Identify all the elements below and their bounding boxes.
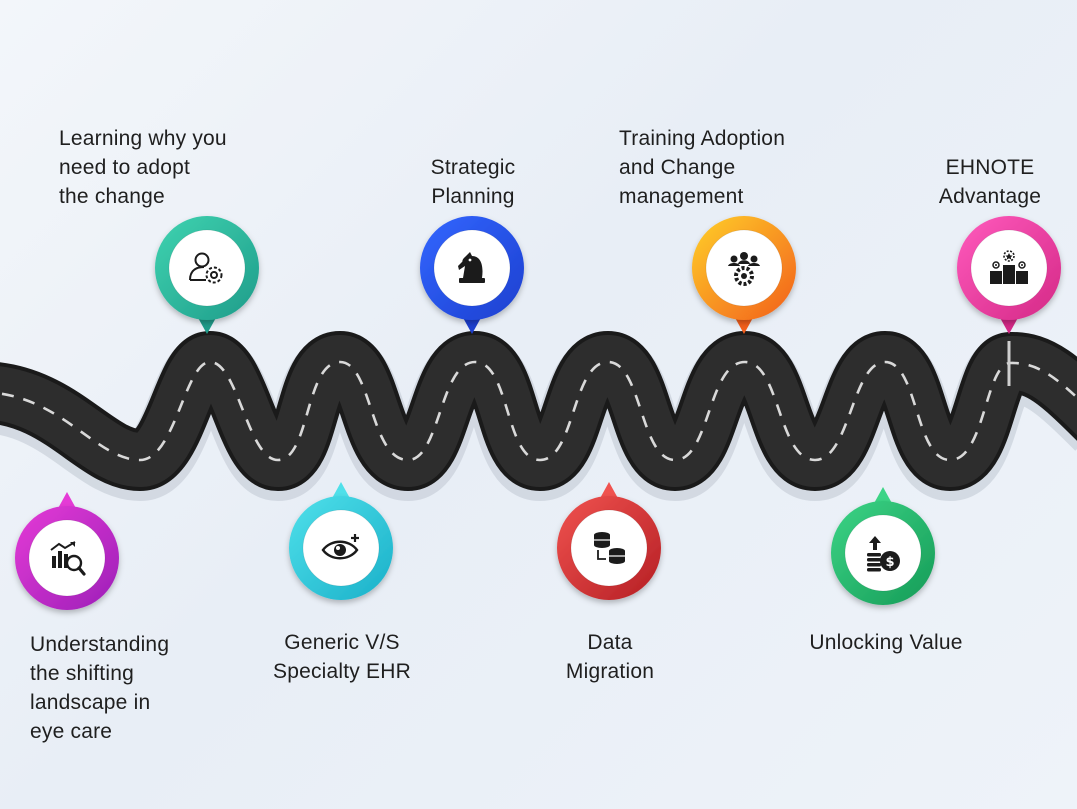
pin-disc [844, 514, 922, 592]
road [0, 330, 1077, 502]
milestone-pin-generic [289, 482, 393, 600]
database-transfer-icon [594, 532, 625, 564]
milestone-label-training: Training Adoption and Change management [619, 127, 786, 208]
milestone-pins: $ [15, 216, 1061, 610]
milestone-label-understanding: Understanding the shifting landscape in … [30, 633, 170, 743]
milestone-label-migration: Data Migration [565, 631, 655, 683]
milestone-label-strategic: Strategic Planning [430, 156, 516, 208]
chart-magnifier-icon [50, 541, 86, 576]
chess-knight-icon [458, 252, 485, 283]
milestone-pin-strategic [420, 216, 524, 334]
milestone-pin-training [692, 216, 796, 334]
pin-disc [570, 509, 648, 587]
team-gear-icon [728, 252, 760, 286]
road-center-line [0, 360, 1077, 462]
milestone-pin-advantage [957, 216, 1061, 334]
milestone-label-generic: Generic V/S Specialty EHR [273, 631, 411, 683]
milestone-pin-learning [155, 216, 259, 334]
coins-dollar-icon: $ [867, 536, 900, 572]
eye-plus-icon [321, 534, 359, 560]
pin-disc [168, 229, 246, 307]
milestone-pin-understanding [15, 492, 119, 610]
milestone-label-learning: Learning why you need to adopt the chang… [59, 127, 227, 208]
milestone-label-unlocking: Unlocking Value [809, 631, 963, 654]
user-gear-icon [189, 252, 223, 284]
milestone-pin-unlocking: $ [831, 487, 935, 605]
milestone-label-advantage: EHNOTE Advantage [938, 156, 1042, 208]
milestone-pin-migration [557, 482, 661, 600]
svg-text:$: $ [885, 555, 894, 570]
podium-star-icon [990, 250, 1028, 284]
